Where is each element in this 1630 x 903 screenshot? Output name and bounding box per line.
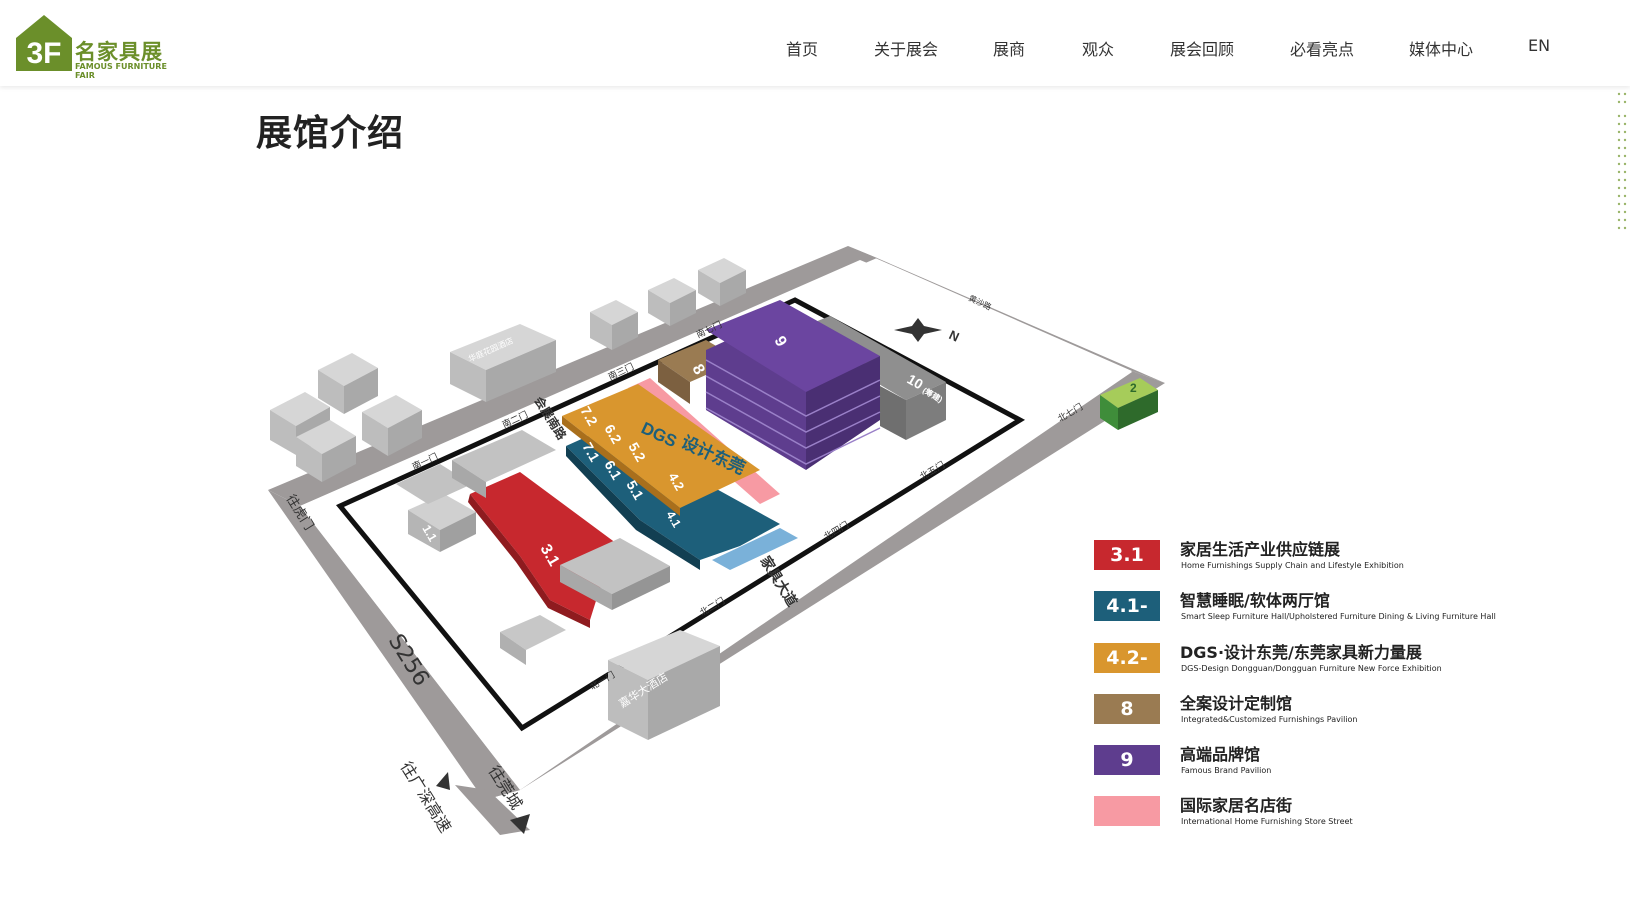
road-label-to-gs: 往广深高速 [397, 758, 456, 836]
legend-swatch: 9 [1094, 745, 1160, 775]
legend-row-4-1-7-1: 4.1-7.1 智慧睡眠/软体两厅馆 Smart Sleep Furniture… [1094, 591, 1514, 647]
legend-label-cn: 智慧睡眠/软体两厅馆 [1180, 591, 1330, 610]
label-hall-10: 10 [905, 371, 927, 393]
legend-row-4-2-7-2: 4.2-7.2 DGS·设计东莞/东莞家具新力量展 DGS-Design Don… [1094, 643, 1514, 699]
legend-label-cn: DGS·设计东莞/东莞家具新力量展 [1180, 643, 1422, 662]
label-hall-2: 2 [1130, 381, 1137, 395]
legend-label-cn: 高端品牌馆 [1180, 745, 1261, 764]
legend-swatch: 4.2-7.2 [1094, 643, 1160, 699]
nav-highlights[interactable]: 必看亮点 [1290, 40, 1355, 59]
legend-row-3-1: 3.1 家居生活产业供应链展 Home Furnishings Supply C… [1094, 540, 1514, 580]
road-s256 [268, 490, 520, 800]
legend-swatch [1094, 796, 1160, 826]
hall-4-2-7-2-block [562, 384, 760, 508]
compass-rose [894, 318, 942, 342]
legend-swatch: 8 [1094, 694, 1160, 724]
legend-label-en: International Home Furnishing Store Stre… [1181, 817, 1353, 826]
site-header: 3F 名家具展 FAMOUS FURNITURE FAIR 首页 关于展会 展商… [0, 0, 1630, 86]
legend-swatch: 3.1 [1094, 540, 1160, 570]
road-south [268, 246, 877, 506]
legend-label-en: Smart Sleep Furniture Hall/Upholstered F… [1181, 612, 1496, 621]
nav-about[interactable]: 关于展会 [874, 40, 939, 59]
legend-swatch: 4.1-7.1 [1094, 591, 1160, 647]
legend-row-store-street: 国际家居名店街 International Home Furnishing St… [1094, 796, 1514, 836]
hall-1-1-block [408, 494, 476, 530]
legend-label-en: DGS-Design Dongguan/Dongguan Furniture N… [1181, 664, 1442, 673]
hall-9-block [705, 300, 881, 470]
logo-3f-text: 3F [26, 37, 61, 70]
legend-label-en: Home Furnishings Supply Chain and Lifest… [1181, 561, 1404, 570]
logo-house-icon: 3F [16, 15, 72, 71]
site-logo[interactable]: 3F 名家具展 FAMOUS FURNITURE FAIR [15, 14, 185, 80]
decorative-dots [1617, 92, 1627, 230]
hall-2-block [1100, 378, 1158, 408]
road-north [848, 246, 1165, 383]
site-boundary [336, 297, 1026, 732]
nav-home[interactable]: 首页 [786, 40, 819, 59]
road-exit [455, 785, 530, 835]
legend-label-cn: 全案设计定制馆 [1180, 694, 1293, 713]
nav-media[interactable]: 媒体中心 [1409, 40, 1474, 59]
legend-label-cn: 国际家居名店街 [1180, 796, 1293, 815]
surrounding-buildings [270, 258, 746, 740]
legend-label-en: Integrated&Customized Furnishings Pavili… [1181, 715, 1358, 724]
legend-label-en: Famous Brand Pavilion [1181, 766, 1272, 775]
nav-review[interactable]: 展会回顾 [1170, 40, 1235, 59]
legend-label-cn: 家居生活产业供应链展 [1180, 540, 1341, 559]
legend-row-9: 9 高端品牌馆 Famous Brand Pavilion [1094, 745, 1514, 785]
page-title: 展馆介绍 [256, 113, 405, 154]
logo-name-en: FAMOUS FURNITURE FAIR [75, 62, 167, 80]
legend-row-8: 8 全案设计定制馆 Integrated&Customized Furnishi… [1094, 694, 1514, 734]
logo-name-cn: 名家具展 [75, 40, 163, 64]
nav-visitors[interactable]: 观众 [1082, 40, 1115, 59]
nav-exhibitors[interactable]: 展商 [993, 40, 1026, 59]
nav-en[interactable]: EN [1528, 36, 1551, 55]
